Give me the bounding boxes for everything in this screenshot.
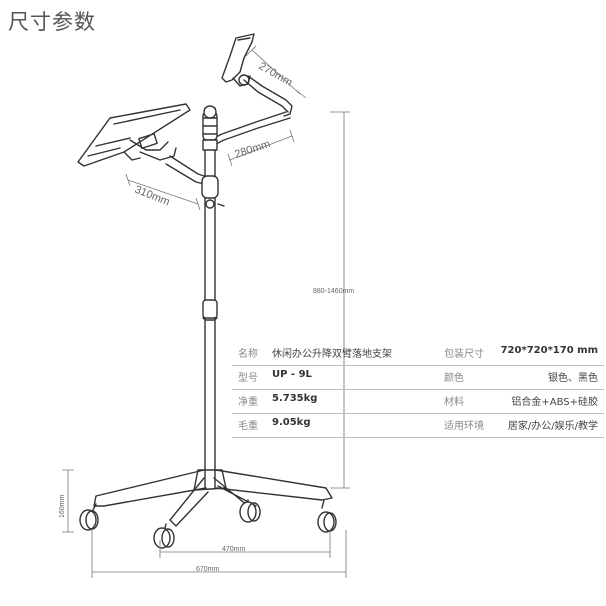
dimension-label-670: 670mm bbox=[196, 566, 220, 573]
spec-value: 5.735kg bbox=[272, 393, 318, 404]
spec-label: 净重 bbox=[238, 397, 258, 408]
spec-label: 型号 bbox=[238, 373, 258, 384]
spec-value: UP - 9L bbox=[272, 369, 312, 380]
dimension-label-280: 280mm bbox=[233, 138, 272, 161]
base bbox=[93, 469, 333, 527]
spec-row: 毛重 9.05kg 适用环境 居家/办公/娱乐/教学 bbox=[232, 412, 604, 438]
dimension-label-310: 310mm bbox=[133, 184, 172, 209]
dimension-label-base-height: 160mm bbox=[59, 494, 66, 518]
page-title: 尺寸参数 bbox=[8, 10, 96, 34]
dimension-label-270: 270mm bbox=[257, 60, 295, 89]
center-pole bbox=[201, 105, 225, 489]
spec-label-2: 材料 bbox=[444, 397, 464, 408]
caster-front bbox=[153, 523, 175, 549]
spec-row: 净重 5.735kg 材料 铝合金+ABS+硅胶 bbox=[232, 388, 604, 414]
caster-right bbox=[317, 499, 337, 533]
spec-row: 型号 UP - 9L 颜色 银色、黑色 bbox=[232, 364, 604, 390]
spec-value-2: 铝合金+ABS+硅胶 bbox=[511, 397, 598, 408]
upper-arm bbox=[213, 111, 291, 145]
spec-value-2: 居家/办公/娱乐/教学 bbox=[507, 421, 598, 432]
spec-value-2: 720*720*170 mm bbox=[500, 345, 598, 356]
dimension-label-height: 880-1460mm bbox=[313, 288, 354, 295]
caster-left bbox=[79, 503, 99, 531]
spec-value: 9.05kg bbox=[272, 417, 311, 428]
laptop-tray bbox=[77, 103, 191, 167]
lower-arm bbox=[165, 155, 205, 185]
row-divider bbox=[232, 413, 604, 414]
row-divider bbox=[232, 389, 604, 390]
tablet-holder bbox=[221, 33, 293, 117]
dimension-label-470: 470mm bbox=[222, 546, 246, 553]
spec-label-2: 适用环境 bbox=[444, 421, 484, 432]
spec-label: 毛重 bbox=[238, 421, 258, 432]
spec-value: 休闲办公升降双臂落地支架 bbox=[272, 349, 392, 360]
spec-label-2: 包装尺寸 bbox=[444, 349, 484, 360]
row-divider bbox=[232, 437, 604, 438]
spec-value-2: 银色、黑色 bbox=[548, 373, 598, 384]
spec-row: 名称 休闲办公升降双臂落地支架 包装尺寸 720*720*170 mm bbox=[232, 340, 604, 366]
row-divider bbox=[232, 365, 604, 366]
spec-label: 名称 bbox=[238, 349, 258, 360]
spec-label-2: 颜色 bbox=[444, 373, 464, 384]
caster-back bbox=[239, 499, 261, 523]
